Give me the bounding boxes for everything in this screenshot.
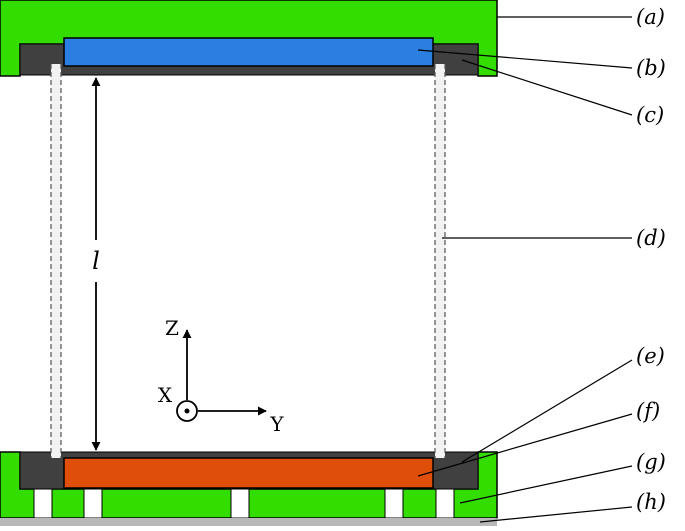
coordinate-axes: Z X Y: [158, 316, 285, 436]
standoff: [83, 488, 103, 519]
callout-c: (c): [636, 103, 664, 127]
callout-labels: (a) (b) (c) (d) (e) (f) (g) (h): [636, 5, 666, 514]
leader-f: [417, 413, 633, 477]
standoff: [384, 488, 404, 519]
spacer-post-right: [434, 64, 446, 458]
spacer-post-left: [50, 64, 62, 458]
leader-lines: [417, 16, 633, 523]
callout-b: (b): [636, 56, 666, 80]
standoff: [33, 488, 53, 519]
leader-h: [479, 506, 633, 523]
callout-e: (e): [636, 344, 665, 368]
z-axis-label: Z: [165, 316, 179, 340]
leader-c: [461, 59, 633, 116]
callout-d: (d): [636, 226, 666, 250]
top-plate-blue: [63, 37, 434, 67]
y-axis-label: Y: [269, 412, 284, 436]
standoff: [435, 488, 455, 519]
callout-a: (a): [636, 5, 665, 29]
base-standoffs: [33, 488, 455, 519]
leader-e: [461, 359, 633, 463]
standoff: [230, 488, 250, 519]
callout-f: (f): [636, 399, 660, 423]
callout-g: (g): [636, 450, 666, 474]
length-label: l: [92, 247, 100, 275]
x-axis-label: X: [158, 383, 173, 407]
leader-g: [459, 465, 633, 504]
leader-b: [417, 49, 633, 69]
callout-h: (h): [636, 490, 666, 514]
bottom-plate-orange: [63, 457, 434, 489]
base-plate: [0, 518, 497, 526]
